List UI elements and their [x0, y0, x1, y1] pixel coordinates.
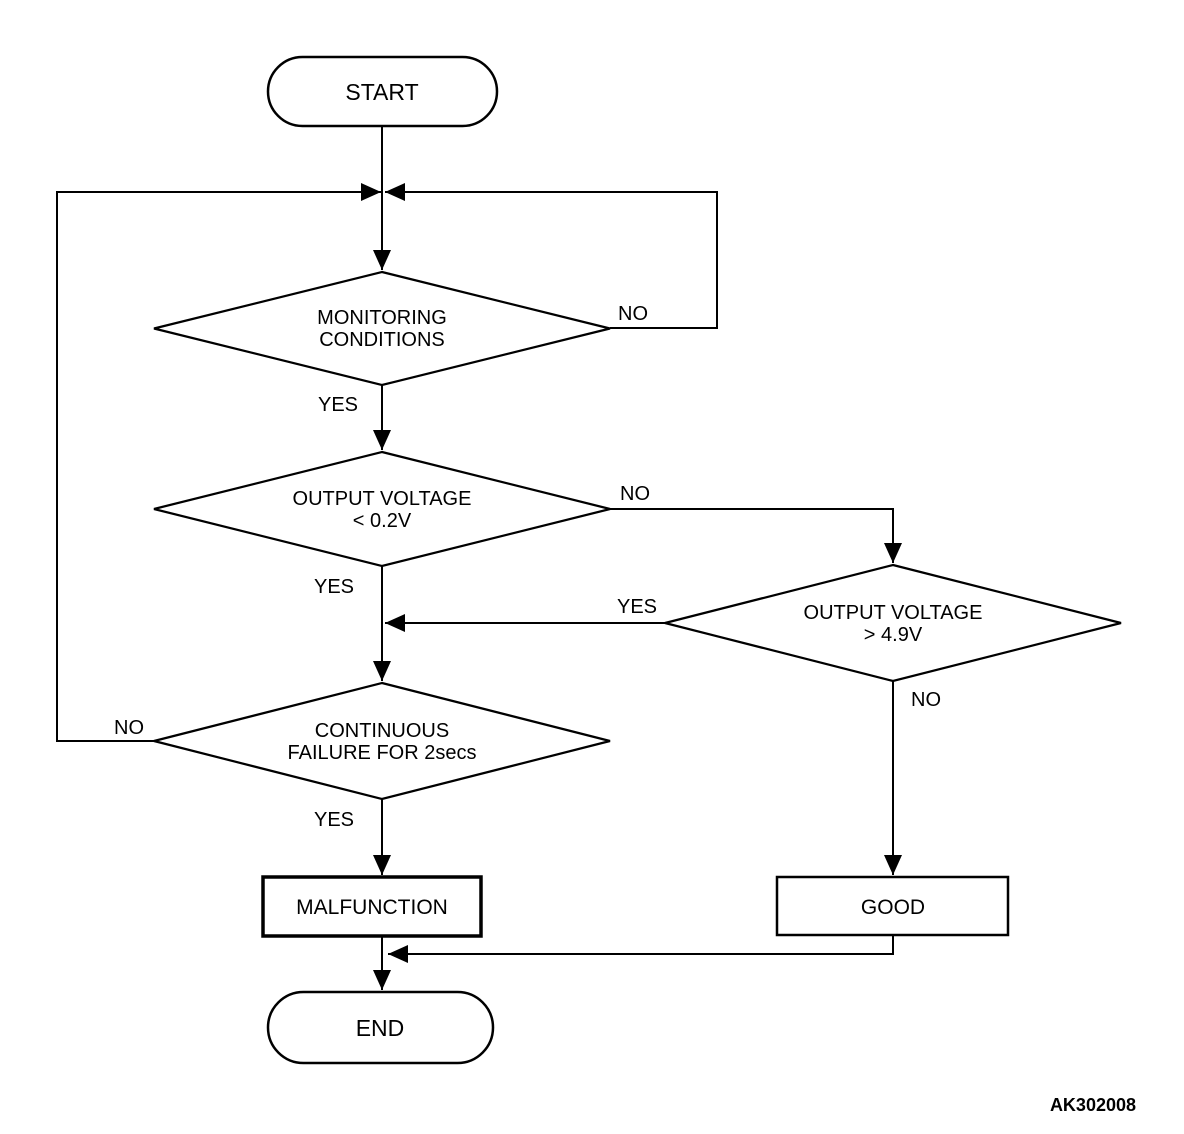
monitoring-conditions-label-line2: CONDITIONS: [319, 329, 445, 351]
good-process: [775, 875, 1010, 937]
monitoring-conditions-decision: [153, 270, 611, 387]
continuous-failure-decision: [153, 681, 611, 801]
edge-voltage-low-no: [610, 508, 902, 563]
edge-good-to-end: [388, 936, 894, 963]
voltage-high-yes-label: YES: [617, 596, 657, 618]
continuous-failure-label-line1: CONTINUOUS: [315, 720, 449, 742]
output-voltage-high-decision: [664, 563, 1122, 683]
output-voltage-low-label-line2: < 0.2V: [353, 510, 412, 532]
edge-monitoring-no-loop: [385, 183, 718, 329]
end-terminator: [266, 990, 495, 1065]
output-voltage-low-decision: [153, 450, 611, 568]
voltage-low-yes-label: YES: [314, 576, 354, 598]
voltage-low-no-label: NO: [620, 483, 650, 505]
continuous-failure-label-line2: FAILURE FOR 2secs: [288, 742, 477, 764]
malfunction-label: MALFUNCTION: [296, 896, 448, 919]
output-voltage-low-label-line1: OUTPUT VOLTAGE: [293, 488, 472, 510]
continuous-no-label: NO: [114, 717, 144, 739]
voltage-high-no-label: NO: [911, 689, 941, 711]
edge-continuous-no-loop: [56, 183, 381, 742]
continuous-yes-label: YES: [314, 809, 354, 831]
monitoring-no-label: NO: [618, 303, 648, 325]
monitoring-yes-label: YES: [318, 394, 358, 416]
good-label: GOOD: [861, 896, 925, 919]
output-voltage-high-label-line2: > 4.9V: [864, 624, 923, 646]
output-voltage-high-label-line1: OUTPUT VOLTAGE: [804, 602, 983, 624]
start-terminator: [266, 55, 499, 128]
figure-code: AK302008: [1050, 1095, 1136, 1115]
start-label: START: [345, 79, 418, 105]
end-label: END: [356, 1015, 405, 1041]
monitoring-conditions-label-line1: MONITORING: [317, 307, 447, 329]
malfunction-process: [261, 875, 483, 938]
